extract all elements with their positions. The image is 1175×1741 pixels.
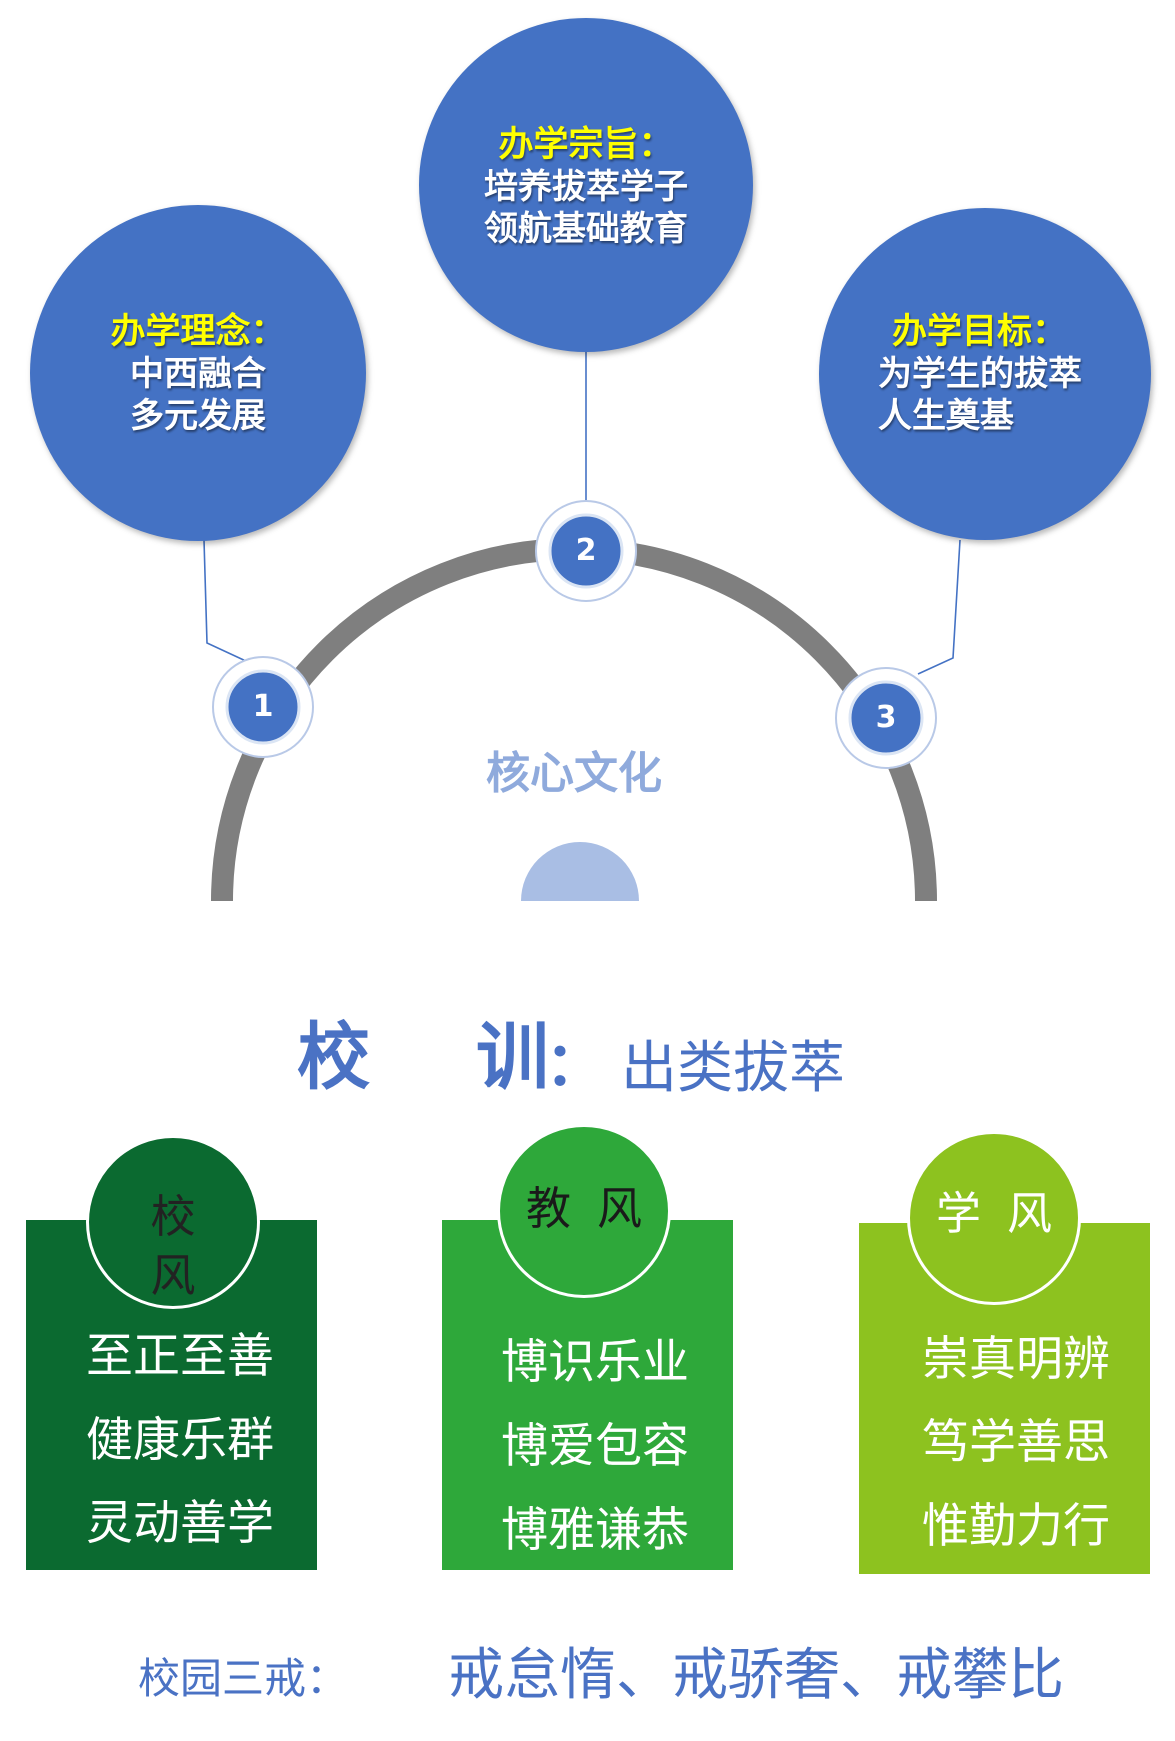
teaching-style-item-2: 博爱包容 <box>501 1419 689 1474</box>
node-3-dot <box>848 680 924 756</box>
teaching-style-name-char-2: 风 <box>597 1182 643 1235</box>
purpose-line-1: 培养拔萃学子 <box>484 167 688 207</box>
teaching-style-item-1: 博识乐业 <box>501 1335 689 1390</box>
teaching-style-name-char-1: 教 <box>525 1182 571 1235</box>
goal-circle <box>819 208 1151 540</box>
core-culture-diagram <box>30 18 1151 902</box>
school-style-name-char-1: 校 <box>150 1190 196 1243</box>
teaching-style-name: 教风 <box>500 1184 668 1234</box>
school-style-item-2: 健康乐群 <box>86 1413 274 1468</box>
purpose-line-2: 领航基础教育 <box>484 209 688 249</box>
node-2 <box>535 500 637 602</box>
philosophy-line-2: 多元发展 <box>130 396 266 436</box>
node-2-dot <box>548 513 624 589</box>
node-3 <box>835 667 937 769</box>
connector-line-3 <box>917 539 961 675</box>
goal-line-2: 人生奠基 <box>878 396 1014 436</box>
teaching-style-item-3: 博雅谦恭 <box>501 1503 689 1558</box>
learning-style-item-1: 崇真明辨 <box>922 1332 1110 1387</box>
teaching-style-badge: 教风 <box>497 1124 671 1298</box>
philosophy-circle <box>30 205 366 541</box>
goal-line-1: 为学生的拔萃 <box>878 354 1082 394</box>
school-style-name-char-2: 风 <box>150 1249 196 1302</box>
node-2-number: 2 <box>575 533 597 568</box>
school-style-item-1: 至正至善 <box>86 1329 274 1384</box>
connector-line-1 <box>203 539 249 663</box>
node-1-dot <box>225 669 301 745</box>
learning-style-name: 学风 <box>910 1189 1078 1239</box>
node-1-number: 1 <box>252 689 274 724</box>
node-3-number: 3 <box>875 700 897 735</box>
purpose-title: 办学宗旨： <box>498 125 674 165</box>
learning-style-name-char-2: 风 <box>1007 1187 1053 1240</box>
core-culture-label: 核心文化 <box>486 748 662 799</box>
learning-style-name-char-1: 学 <box>935 1187 981 1240</box>
learning-style-badge: 学风 <box>907 1131 1081 1305</box>
philosophy-text: 办学理念： 中西融合 多元发展 <box>68 311 328 437</box>
precepts-value: 戒怠惰、戒骄奢、戒攀比 <box>448 1643 1064 1708</box>
purpose-circle <box>419 18 753 352</box>
goal-text: 办学目标： 为学生的拔萃 人生奠基 <box>878 311 1128 437</box>
core-inner-semicircle <box>521 842 639 901</box>
motto-colon: ： <box>545 1030 605 1100</box>
school-style-item-3: 灵动善学 <box>86 1496 274 1551</box>
school-style-badge: 校 风 <box>86 1135 260 1309</box>
node-1 <box>212 656 314 758</box>
motto-label-char-2: 训 <box>476 1014 549 1100</box>
precepts-label: 校园三戒： <box>138 1654 349 1703</box>
learning-style-item-2: 笃学善思 <box>922 1415 1110 1470</box>
motto-value: 出类拔萃 <box>621 1036 845 1101</box>
philosophy-title: 办学理念： <box>110 312 286 352</box>
motto-label-char-1: 校 <box>297 1014 370 1100</box>
philosophy-line-1: 中西融合 <box>130 354 266 394</box>
purpose-text: 办学宗旨： 培养拔萃学子 领航基础教育 <box>456 124 716 250</box>
learning-style-item-3: 惟勤力行 <box>922 1499 1110 1554</box>
goal-title: 办学目标： <box>892 312 1068 352</box>
